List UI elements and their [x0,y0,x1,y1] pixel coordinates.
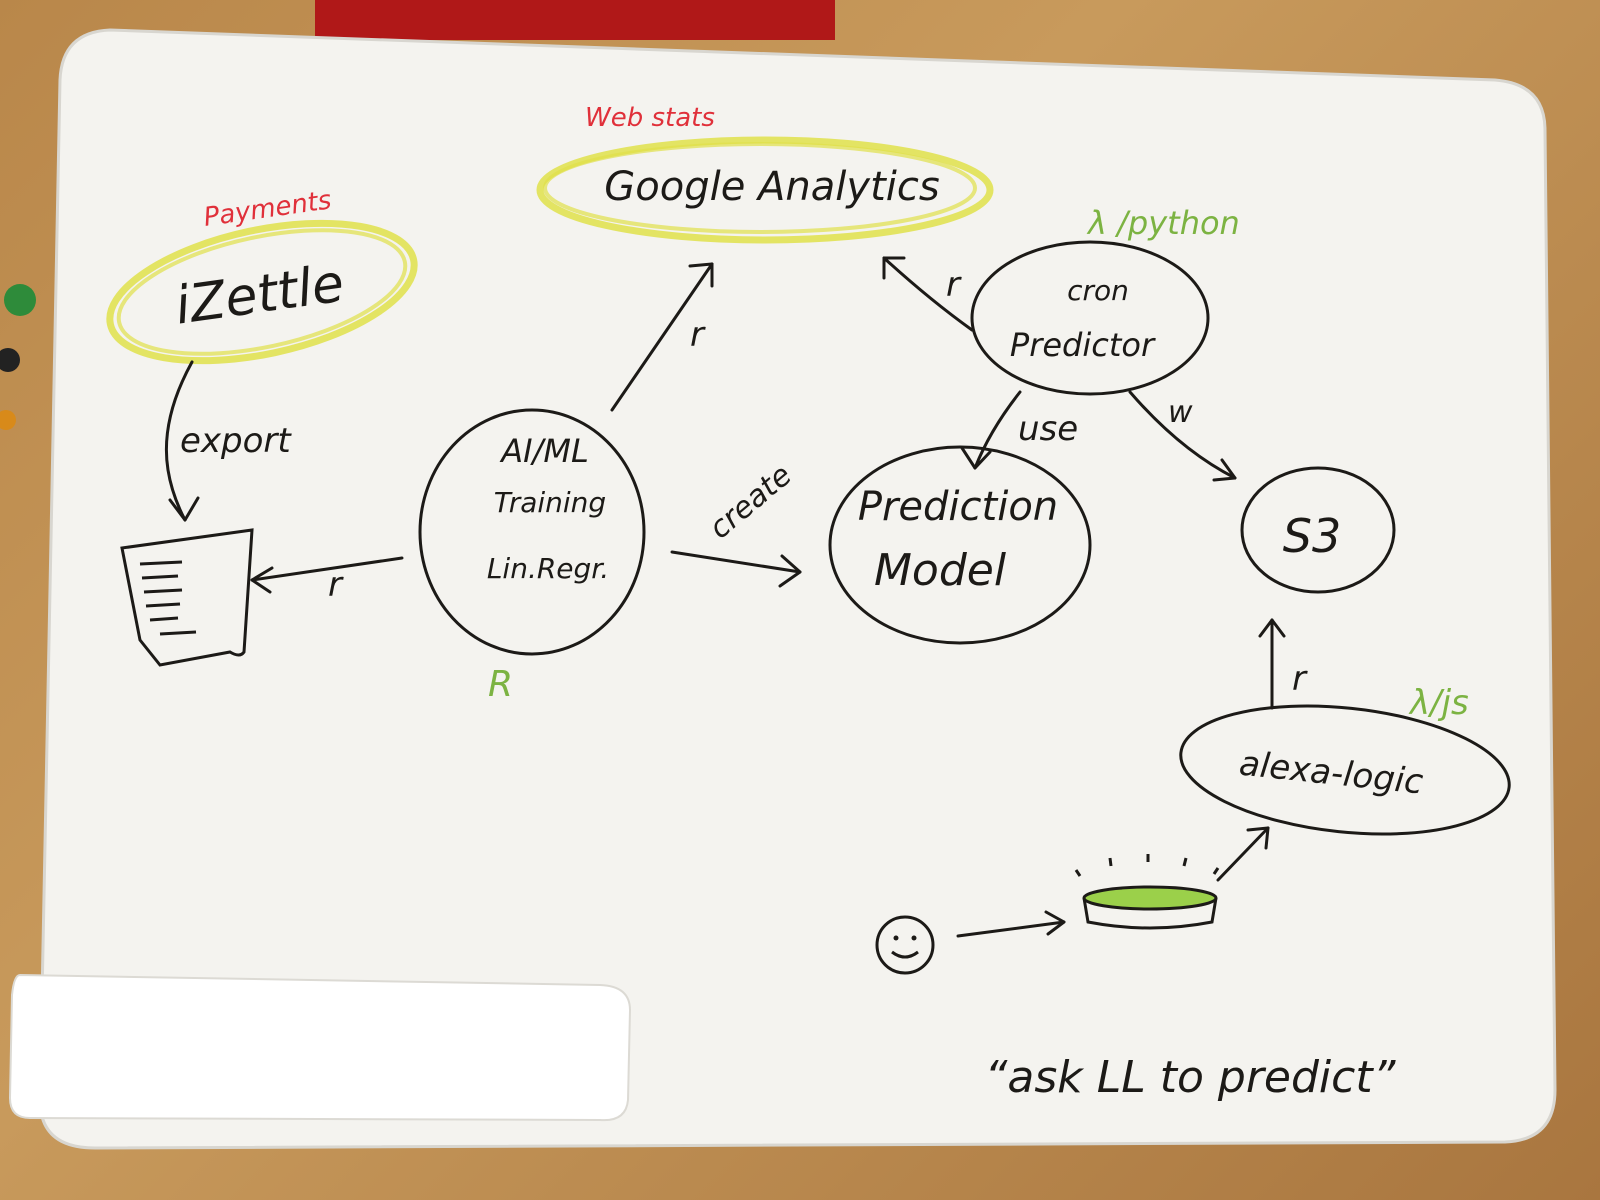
prediction-model-node [828,445,1092,645]
echo-to-alexa-arrow [1216,826,1270,882]
echo-to-alexa-arrow-head [1246,826,1270,850]
marker-tray [8,973,632,1122]
prediction-label: Prediction [858,484,1058,530]
use-arrow [973,390,1022,470]
export-arrow [164,360,194,522]
smiley-user-icon [875,915,935,975]
export-arrow-head [168,496,200,522]
r-cron-ga-arrow-head [882,256,906,280]
s3-node [1240,466,1396,594]
cron-label: cron [1067,274,1129,307]
r-ga-label: r [690,315,706,355]
black-marker-cap [0,348,20,372]
user-to-echo-arrow [956,920,1066,938]
use-label: use [1018,409,1078,449]
w-arrow [1128,390,1237,480]
export-label: export [180,421,292,461]
ai-ml-label: AI/ML [499,432,589,470]
echo-device-icon [1074,854,1220,930]
google-analytics-highlight [536,136,994,244]
model-label: Model [874,545,1007,596]
red-table-runner [315,0,835,40]
r-cron-ga-label: r [946,265,962,305]
document-icon [120,528,254,667]
google-analytics-highlight-inner [543,142,977,234]
lin-regr-label: Lin.Regr. [487,552,609,585]
r-language-annotation: R [488,664,513,705]
lambda-python-annotation: λ /python [1086,204,1240,242]
r-doc-arrow [250,556,404,582]
green-marker-cap [4,284,36,316]
r-s3-arrow-head [1258,618,1286,638]
google-analytics-label: Google Analytics [604,164,939,210]
alexa-logic-node [1179,704,1511,836]
user-to-echo-arrow-head [1044,910,1066,936]
ai-ml-training-node [418,408,646,656]
izettle-highlight-inner [116,228,408,356]
use-arrow-head [960,446,992,470]
r-ga-arrow-head [688,262,714,288]
predictor-label: Predictor [1010,326,1156,364]
r-ga-arrow [610,262,714,412]
lambda-js-annotation: λ/js [1408,683,1469,723]
r-doc-arrow-head [250,566,274,594]
r-s3-label: r [1292,659,1308,699]
quote-text: “ask LL to predict” [985,1052,1397,1103]
orange-marker-cap [0,410,16,430]
web-stats-annotation: Web stats [585,103,715,133]
create-arrow [670,550,802,574]
whiteboard [38,28,1557,1150]
training-label: Training [494,486,606,519]
r-doc-label: r [328,565,344,605]
w-arrow-head [1212,458,1237,482]
s3-label: S3 [1283,509,1341,563]
izettle-highlight [106,219,418,365]
r-cron-ga-arrow [882,256,974,332]
cron-predictor-node [970,240,1210,396]
create-arrow-head [778,554,802,588]
w-label: w [1168,395,1193,430]
